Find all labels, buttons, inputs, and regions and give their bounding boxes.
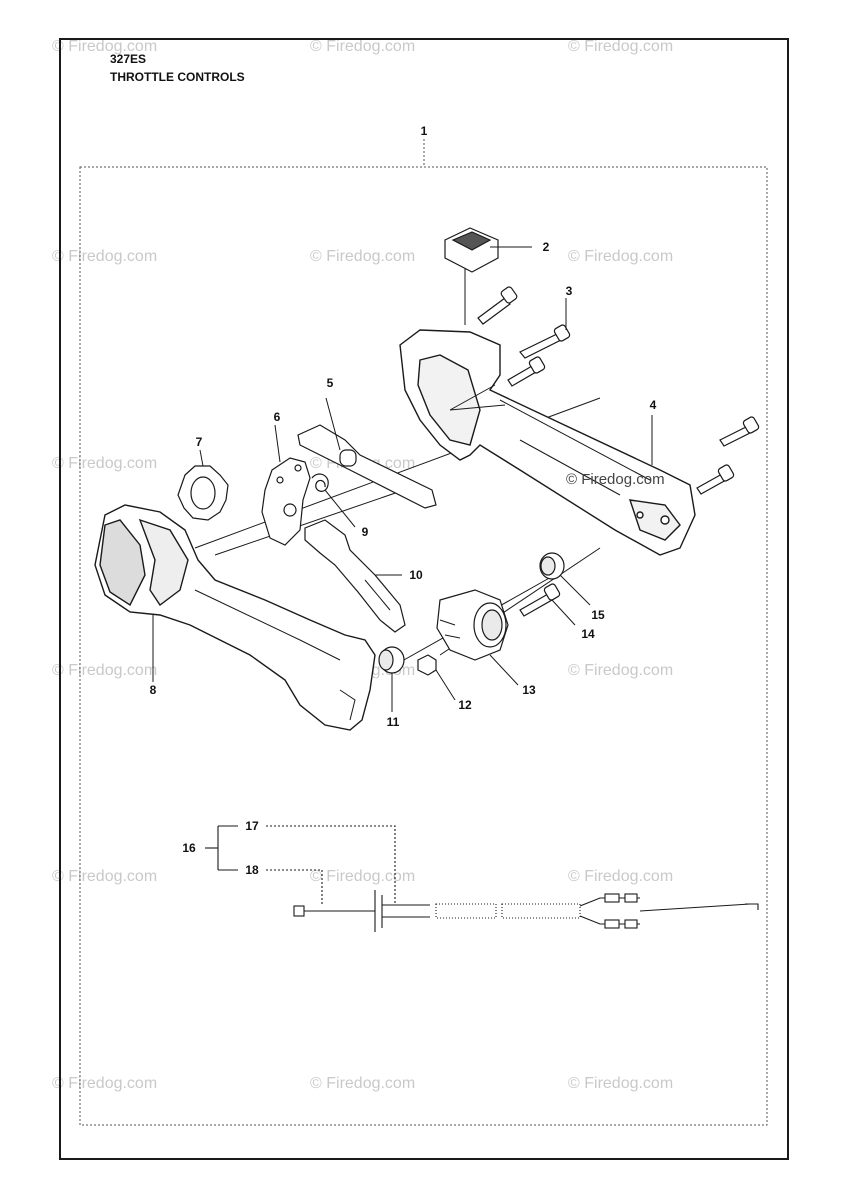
watermark: © Firedog.com xyxy=(52,248,158,265)
watermark: © Firedog.com xyxy=(568,38,674,55)
model-number: 327ES xyxy=(110,52,147,66)
part-switch xyxy=(444,227,499,325)
callout-12: 12 xyxy=(458,698,472,712)
callout-6: 6 xyxy=(274,410,281,424)
callout-3: 3 xyxy=(566,284,573,298)
watermark: © Firedog.com xyxy=(568,248,674,265)
watermark: © Firedog.com xyxy=(310,248,416,265)
part-spring xyxy=(311,473,356,528)
watermark: © Firedog.com xyxy=(52,1075,158,1092)
callout-8: 8 xyxy=(150,683,157,697)
part-bracket xyxy=(261,424,311,546)
watermark: © Firedog.com xyxy=(310,38,416,55)
callout-16: 16 xyxy=(182,841,196,855)
page-frame xyxy=(59,38,789,1160)
callout-1: 1 xyxy=(421,124,428,138)
callout-14: 14 xyxy=(581,627,595,641)
callout-17: 17 xyxy=(245,819,259,833)
watermark: © Firedog.com xyxy=(310,868,416,885)
callout-7: 7 xyxy=(196,435,203,449)
part-bushing-15 xyxy=(539,552,591,606)
part-rear-handle xyxy=(94,504,376,731)
part-screws-right xyxy=(696,416,760,495)
part-handle-housing xyxy=(399,329,696,556)
callout-10: 10 xyxy=(409,568,423,582)
callout-15: 15 xyxy=(591,608,605,622)
watermark: © Firedog.com xyxy=(52,662,158,679)
inline-watermark: © Firedog.com xyxy=(566,471,665,488)
part-bushing-11 xyxy=(378,646,405,712)
part-throttle-cable xyxy=(205,825,759,932)
watermark: © Firedog.com xyxy=(310,1075,416,1092)
watermark: © Firedog.com xyxy=(568,868,674,885)
callout-2: 2 xyxy=(543,240,550,254)
callout-5: 5 xyxy=(327,376,334,390)
callout-13: 13 xyxy=(522,683,536,697)
part-screws-upper xyxy=(477,286,571,387)
part-gear-ring xyxy=(177,449,229,521)
part-throttle-trigger xyxy=(304,519,406,633)
callout-11: 11 xyxy=(387,715,400,729)
callout-18: 18 xyxy=(245,863,259,877)
watermark: © Firedog.com xyxy=(568,662,674,679)
watermark: © Firedog.com xyxy=(52,455,158,472)
watermark: © Firedog.com xyxy=(568,1075,674,1092)
callout-9: 9 xyxy=(362,525,369,539)
watermark: © Firedog.com xyxy=(52,38,158,55)
part-screw-14 xyxy=(519,583,576,626)
assembly-box xyxy=(79,166,768,1126)
part-collar xyxy=(436,589,519,686)
page-title: THROTTLE CONTROLS xyxy=(110,70,245,84)
part-nut-12 xyxy=(417,654,456,701)
callout-4: 4 xyxy=(650,398,657,412)
part-lockout-lever xyxy=(297,397,437,509)
watermark: © Firedog.com xyxy=(52,868,158,885)
